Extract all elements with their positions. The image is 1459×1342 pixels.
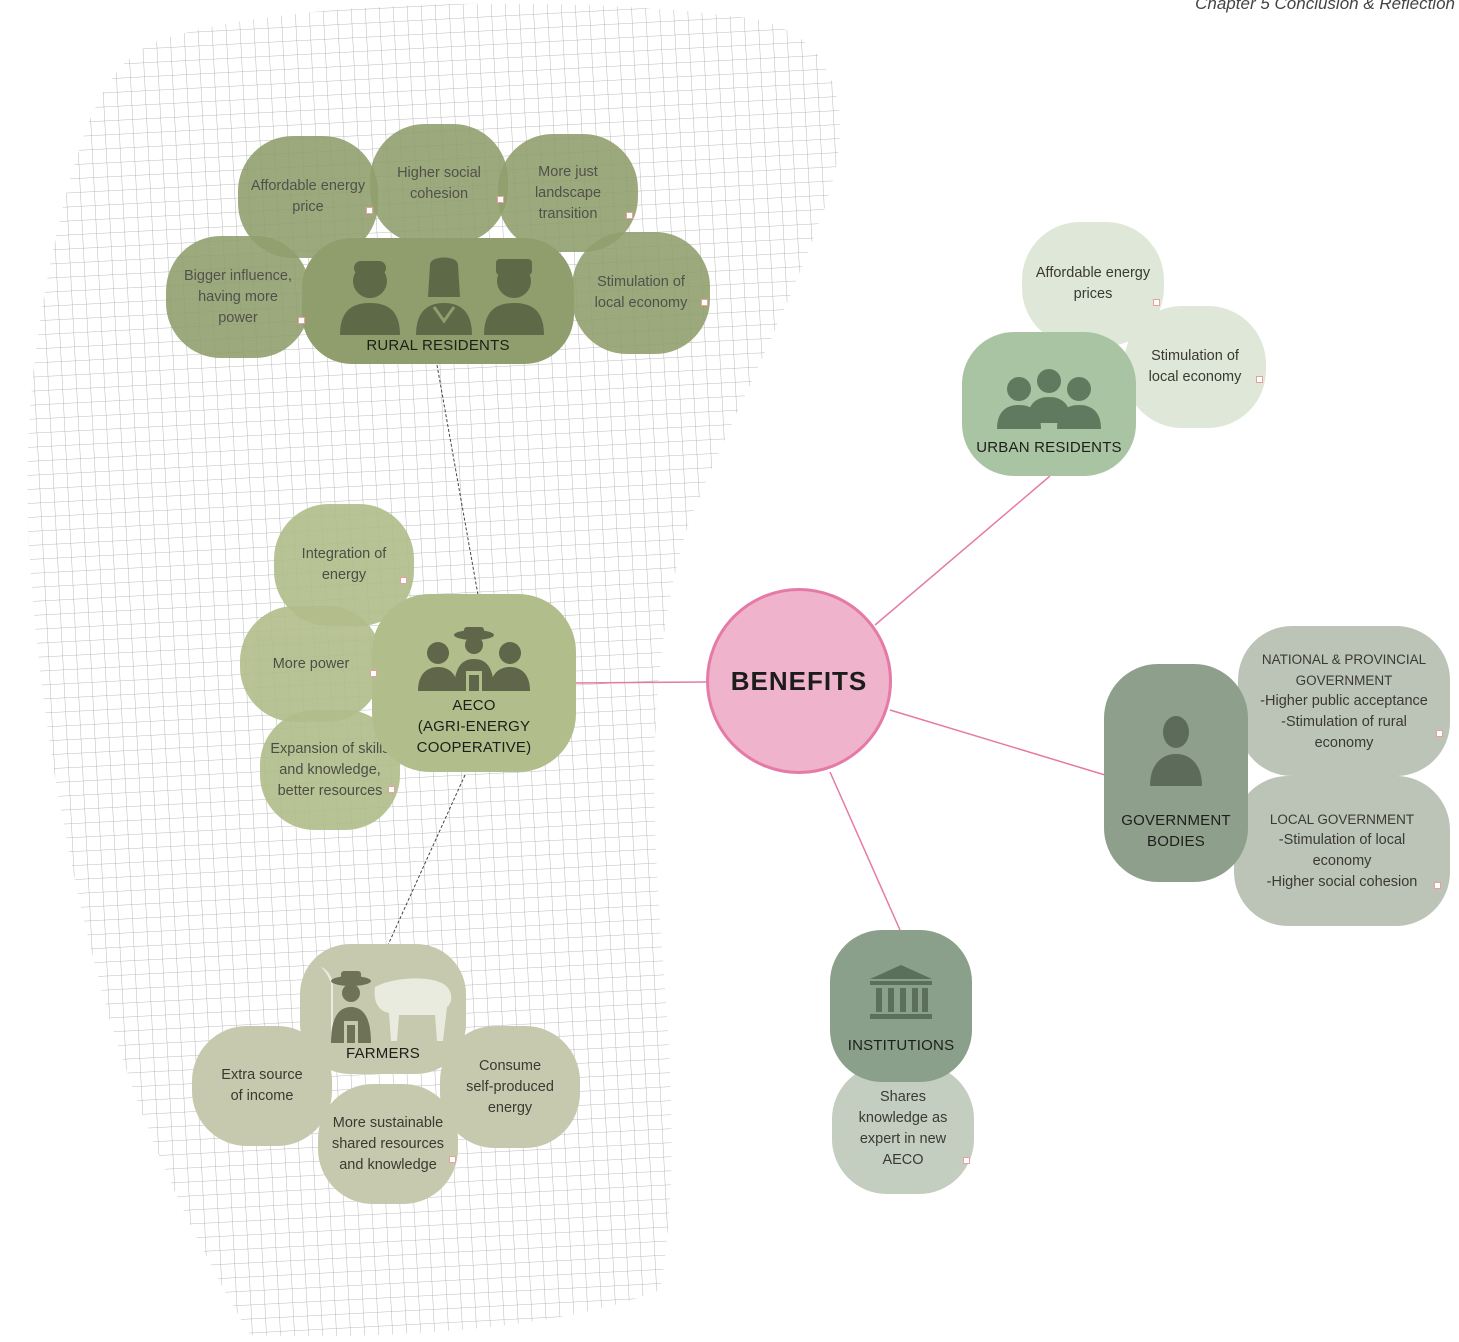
urban-benefit-economy: Stimulation of local economy xyxy=(1124,306,1266,428)
institutions-node: INSTITUTIONS xyxy=(830,930,972,1082)
government-local-bubble: LOCAL GOVERNMENT -Stimulation of local e… xyxy=(1234,776,1450,926)
institutions-benefit-knowledge: Shares knowledge as expert in new AECO xyxy=(832,1064,974,1194)
aeco-benefit-skills: Expansion of skills and knowledge, bette… xyxy=(260,710,400,830)
urban-residents-icon xyxy=(997,369,1101,429)
chapter-header: Chapter 5 Conclusion & Reflection xyxy=(1195,0,1455,13)
rural-benefit-influence: Bigger influence, having more power xyxy=(166,236,310,358)
note-marker xyxy=(1434,882,1441,889)
aeco-label: AECO (AGRI-ENERGY COOPERATIVE) xyxy=(416,697,532,756)
note-marker xyxy=(400,577,407,584)
connector-rural-aeco xyxy=(436,364,479,596)
urban-residents-node: URBAN RESIDENTS xyxy=(962,332,1136,476)
government-bodies-node: GOVERNMENT BODIES xyxy=(1104,664,1248,882)
government-local-text: -Stimulation of local economy -Higher so… xyxy=(1266,832,1418,890)
connector-benefits-institutions xyxy=(829,771,901,931)
farmers-node: FARMERS xyxy=(300,944,466,1074)
rural-benefit-energy-price: Affordable energy price xyxy=(238,136,378,258)
connector-aeco-farmers xyxy=(387,774,466,946)
note-marker xyxy=(497,196,504,203)
note-marker xyxy=(1153,299,1160,306)
rural-residents-label: RURAL RESIDENTS xyxy=(366,337,510,354)
government-national-text: -Higher public acceptance -Stimulation o… xyxy=(1260,692,1428,751)
note-marker xyxy=(1436,730,1443,737)
government-national-bubble: NATIONAL & PROVINCIAL GOVERNMENT -Higher… xyxy=(1238,626,1450,776)
connector-benefits-urban xyxy=(874,475,1051,626)
rural-residents-icon xyxy=(340,257,544,335)
connector-benefits-government xyxy=(889,709,1106,776)
aeco-benefit-integration: Integration of energy xyxy=(274,504,414,626)
rural-residents-node: RURAL RESIDENTS xyxy=(302,238,574,364)
government-person-icon xyxy=(1150,716,1202,786)
note-marker xyxy=(449,1156,456,1163)
farmers-icon xyxy=(321,967,452,1043)
aeco-benefit-power: More power xyxy=(240,606,382,722)
farmers-benefit-consume: Consume self-produced energy xyxy=(440,1026,580,1148)
government-local-title: LOCAL GOVERNMENT xyxy=(1269,812,1415,827)
note-marker xyxy=(298,317,305,324)
farmers-benefit-sustainable: More sustainable shared resources and kn… xyxy=(318,1084,458,1204)
note-marker xyxy=(963,1157,970,1164)
government-bodies-label: GOVERNMENT BODIES xyxy=(1121,812,1231,850)
note-marker xyxy=(366,207,373,214)
urban-residents-label: URBAN RESIDENTS xyxy=(976,439,1122,456)
benefits-center-node: BENEFITS xyxy=(706,588,892,774)
institutions-label: INSTITUTIONS xyxy=(847,1037,955,1054)
farmers-label: FARMERS xyxy=(346,1045,420,1062)
note-marker xyxy=(701,299,708,306)
note-marker xyxy=(626,212,633,219)
aeco-node: AECO (AGRI-ENERGY COOPERATIVE) xyxy=(372,594,576,772)
government-national-title: NATIONAL & PROVINCIAL GOVERNMENT xyxy=(1261,651,1427,688)
rural-benefit-social-cohesion: Higher social cohesion xyxy=(370,124,508,244)
note-marker xyxy=(1256,376,1263,383)
rural-benefit-economy: Stimulation of local economy xyxy=(572,232,710,354)
institution-building-icon xyxy=(870,965,932,1019)
note-marker xyxy=(370,670,377,677)
aeco-icon xyxy=(418,627,530,691)
connector-benefits-aeco xyxy=(574,681,707,684)
note-marker xyxy=(388,786,395,793)
